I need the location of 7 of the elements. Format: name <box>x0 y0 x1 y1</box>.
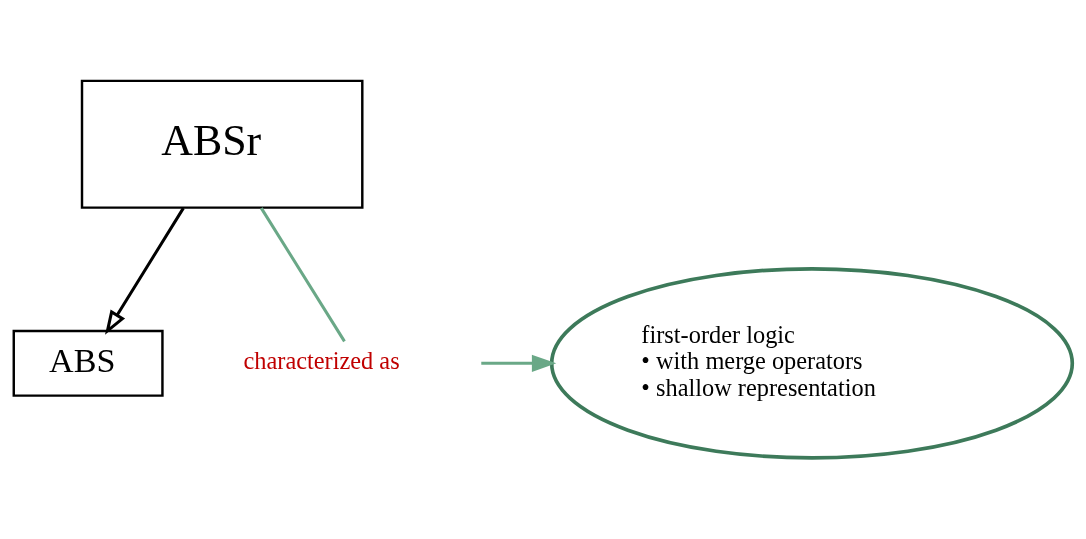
arrow <box>105 207 185 335</box>
node-box: ABS <box>12 329 164 397</box>
connector <box>260 207 346 343</box>
node-text: characterized as <box>243 347 400 375</box>
node-ellipse: first-order logic • with merge operators • shallow representation <box>549 267 1075 460</box>
node-box: ABSr <box>80 79 364 209</box>
arrow <box>481 354 557 372</box>
